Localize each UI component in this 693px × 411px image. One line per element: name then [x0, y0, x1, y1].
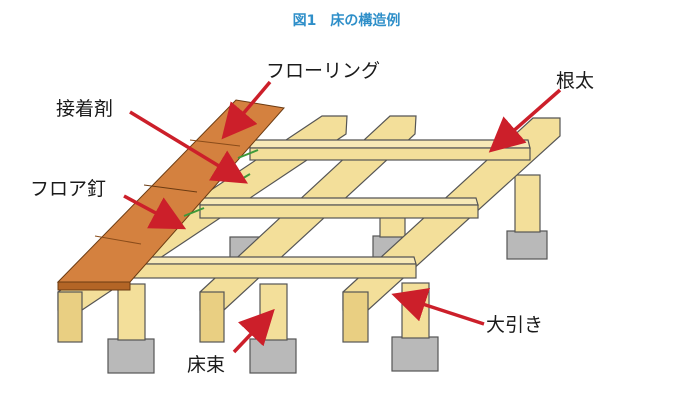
footing	[506, 230, 548, 260]
footing	[249, 338, 297, 374]
label-adhesive: 接着剤	[56, 98, 114, 120]
post	[259, 283, 288, 341]
flooring-edge	[57, 281, 131, 291]
label-joist: 根太	[556, 70, 595, 92]
arrow-beam	[391, 288, 485, 326]
beam-end	[342, 291, 369, 343]
arrow-post	[232, 308, 275, 354]
joists	[129, 139, 531, 279]
label-flooring: フローリング	[266, 60, 381, 82]
arrow-floor-nail	[123, 194, 187, 230]
arrow-joist	[488, 88, 562, 153]
flooring-boards	[56, 99, 285, 291]
label-floor-nail: フロア釘	[30, 178, 107, 200]
post	[117, 283, 146, 341]
post	[514, 174, 541, 233]
arrows	[123, 80, 562, 354]
label-post: 床束	[187, 354, 226, 376]
arrow-flooring	[221, 80, 272, 140]
beam-end	[199, 291, 225, 343]
label-beam: 大引き	[486, 314, 544, 336]
arrow-adhesive	[129, 110, 248, 184]
footing	[391, 336, 439, 372]
figure-title: 図1 床の構造例	[292, 13, 401, 29]
beam-end	[57, 291, 83, 343]
post	[401, 282, 430, 339]
joist	[129, 256, 417, 265]
joist	[199, 204, 479, 219]
footing	[107, 338, 155, 374]
joist	[249, 147, 531, 161]
joist	[199, 197, 479, 206]
joist	[249, 139, 531, 149]
joist	[129, 263, 417, 279]
concrete-footings	[107, 230, 548, 374]
